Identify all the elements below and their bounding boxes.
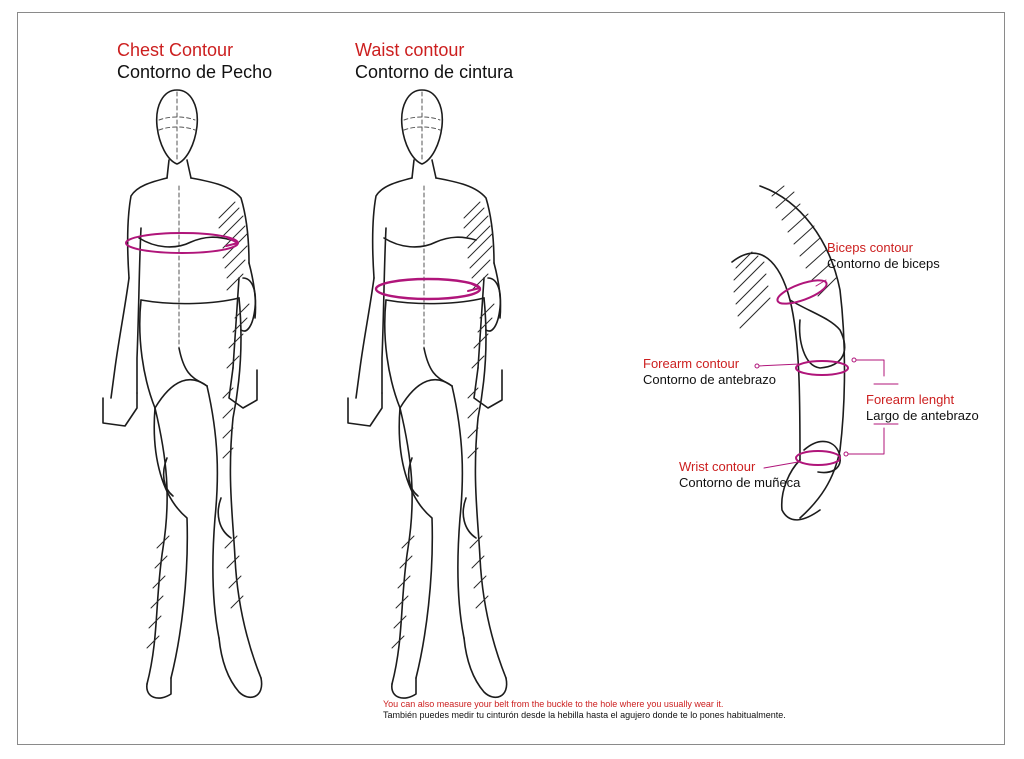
belt-note-es: También puedes medir tu cinturón desde l… (383, 710, 786, 720)
chest-contour-title: Chest Contour (117, 40, 234, 60)
biceps-contour-label: Biceps contour (827, 240, 913, 255)
biceps-contour-sublabel: Contorno de biceps (827, 256, 940, 271)
forearm-length-sublabel: Largo de antebrazo (866, 408, 979, 423)
waist-contour-subtitle: Contorno de cintura (355, 62, 514, 82)
arm-sketch (731, 185, 899, 521)
belt-note-en: You can also measure your belt from the … (383, 699, 724, 709)
forearm-length-label: Forearm lenght (866, 392, 955, 407)
figure-chest (102, 89, 263, 699)
figure-waist (347, 89, 508, 699)
chest-contour-subtitle: Contorno de Pecho (117, 62, 273, 82)
forearm-contour-sublabel: Contorno de antebrazo (643, 372, 776, 387)
forearm-contour-label: Forearm contour (643, 356, 740, 371)
wrist-contour-sublabel: Contorno de muñeca (679, 475, 801, 490)
belt-note: You can also measure your belt from the … (383, 699, 786, 721)
waist-contour-title: Waist contour (355, 40, 465, 60)
wrist-contour-label: Wrist contour (679, 459, 756, 474)
